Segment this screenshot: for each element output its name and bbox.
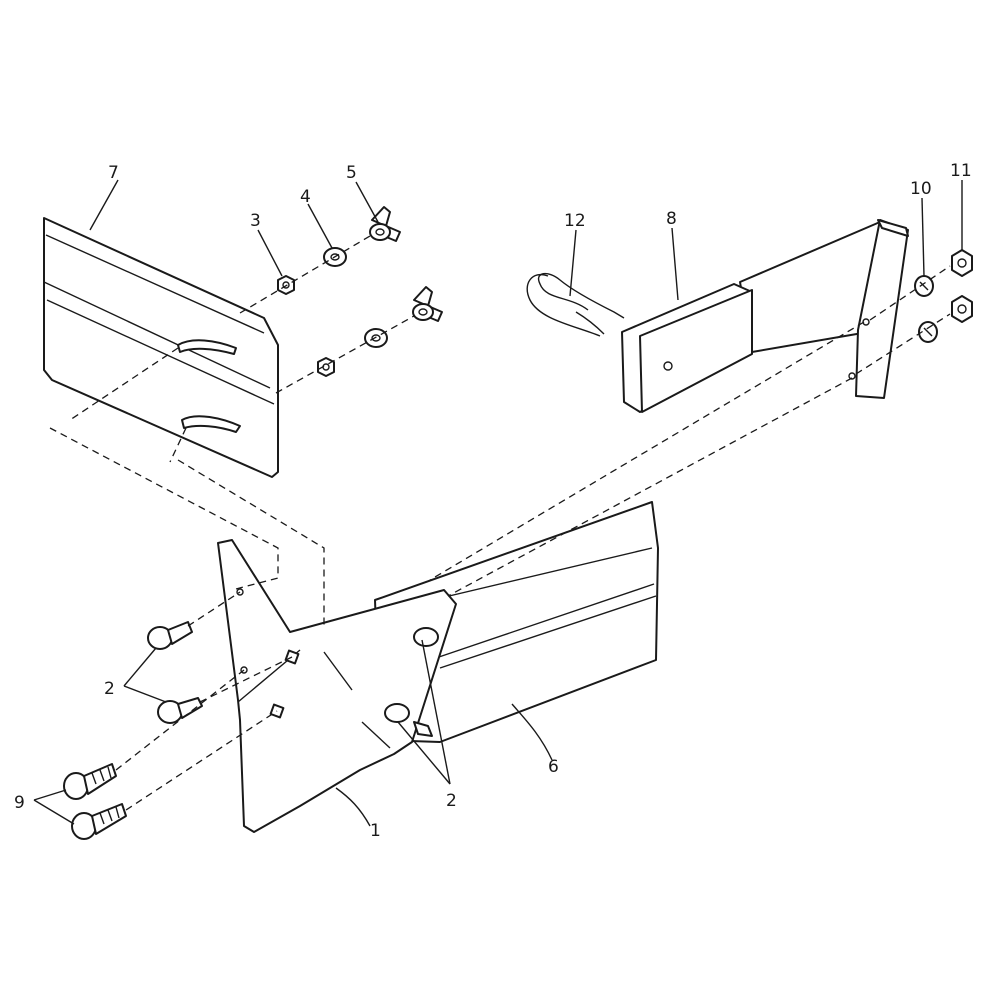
- bolt-2-lower-axis: [199, 656, 293, 703]
- label-9: 9: [14, 793, 25, 813]
- bracket-8-to-channel-axis-a: [429, 321, 865, 581]
- leader-8: [671, 227, 679, 301]
- right-upper-axis: [869, 265, 951, 321]
- part-7-plate: [43, 217, 279, 478]
- hex-nut-3-lower: [317, 357, 335, 377]
- label-6: 6: [548, 757, 559, 777]
- lock-washer-10-lower: [918, 321, 938, 343]
- label-12: 12: [564, 211, 586, 231]
- label-11: 11: [950, 161, 972, 181]
- right-lower-axis: [855, 313, 951, 375]
- hex-nut-11-upper: [951, 249, 973, 277]
- plate-7-slot-axis-a: [69, 347, 179, 421]
- leader-2-right-a: [421, 639, 451, 785]
- bolt-9-upper: [63, 763, 117, 800]
- leader-5: [355, 181, 379, 223]
- hex-nut-11-lower: [951, 295, 973, 323]
- label-3: 3: [250, 211, 261, 231]
- part-12-hitch-pin-clip: [526, 273, 625, 337]
- bolt-9-lower: [71, 803, 127, 840]
- leader-7: [89, 179, 119, 231]
- carriage-bolt-2-lower: [157, 697, 203, 724]
- label-7: 7: [108, 163, 119, 183]
- label-8: 8: [666, 209, 677, 229]
- leader-12: [569, 229, 577, 297]
- part-8-bracket: [621, 219, 909, 413]
- leader-9-a: [33, 789, 67, 801]
- leader-2-right-b: [397, 721, 451, 785]
- part-6-channel: [374, 501, 659, 743]
- leader-1: [335, 787, 371, 827]
- leader-10: [921, 197, 925, 277]
- bolt-9-upper-axis: [115, 669, 245, 771]
- label-2-right: 2: [446, 791, 457, 811]
- plate-7-to-1-axis-b: [177, 459, 325, 626]
- bolt-2-upper-axis: [187, 591, 241, 627]
- label-4: 4: [300, 187, 311, 207]
- leader-4: [307, 203, 333, 249]
- wing-nut-5-lower: [412, 286, 443, 322]
- wing-nut-5-upper: [369, 206, 401, 242]
- leader-3: [257, 229, 283, 277]
- label-10: 10: [910, 179, 932, 199]
- label-5: 5: [346, 163, 357, 183]
- leader-9-b: [33, 799, 75, 825]
- carriage-bolt-2-upper: [147, 621, 193, 650]
- washer-4-lower: [364, 328, 388, 348]
- lower-fastener-axis: [275, 315, 415, 394]
- leader-2-left-a: [123, 647, 157, 687]
- label-2-left: 2: [104, 679, 115, 699]
- upper-fastener-axis: [239, 235, 371, 314]
- plate-7-slot-axis-b: [169, 427, 187, 463]
- leader-2-left-b: [123, 685, 167, 703]
- bolt-9-lower-axis: [125, 710, 278, 811]
- leader-6: [511, 703, 553, 761]
- label-1: 1: [370, 821, 381, 841]
- bracket-8-to-channel-axis-b: [447, 377, 853, 597]
